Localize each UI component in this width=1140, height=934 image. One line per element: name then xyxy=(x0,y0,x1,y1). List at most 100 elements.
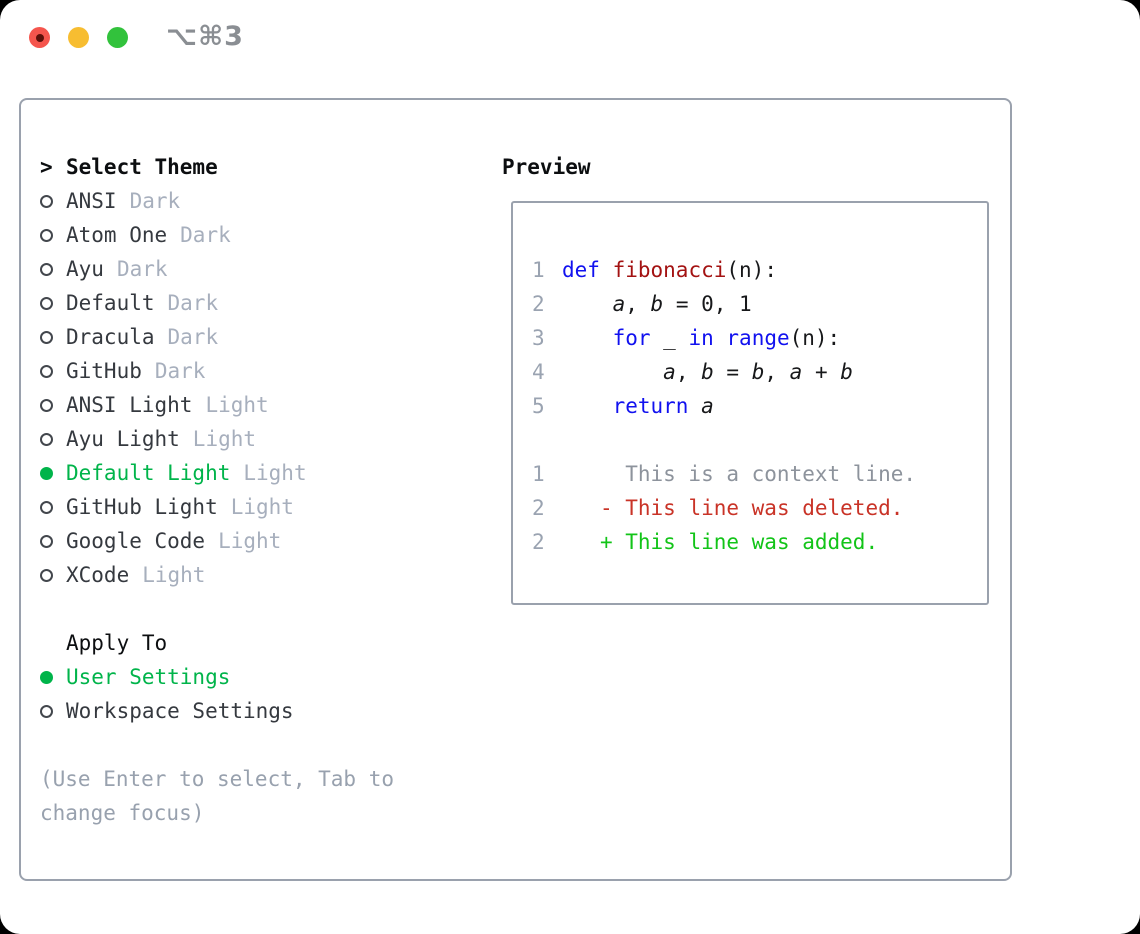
preview-code-line: 2 a, b = 0, 1 xyxy=(532,287,987,321)
code-segment: b xyxy=(751,360,765,384)
preview-code-line: 4 a, b = b, a + b xyxy=(532,355,987,389)
line-number: 1 xyxy=(532,462,545,486)
code-segment: fibonacci xyxy=(612,258,727,282)
radio-selected-icon xyxy=(40,466,66,480)
code-segment: , xyxy=(675,360,702,384)
diff-text: This line was added. xyxy=(625,530,879,554)
radio-icon xyxy=(40,534,66,548)
code-segment xyxy=(562,292,613,316)
preview-block-gap xyxy=(532,423,987,457)
minimize-button[interactable] xyxy=(68,27,89,48)
apply-option-label: User Settings xyxy=(66,665,231,689)
theme-option-variant: Dark xyxy=(116,257,168,281)
diff-text: This line was deleted. xyxy=(625,496,904,520)
radio-icon xyxy=(40,704,66,718)
theme-option[interactable]: Default Light Light xyxy=(40,456,495,490)
radio-circle xyxy=(40,194,53,208)
apply-to-title: Apply To xyxy=(66,631,168,655)
radio-circle xyxy=(40,296,53,310)
code-segment: a xyxy=(612,292,626,316)
diff-indent xyxy=(562,496,600,520)
code-segment: b xyxy=(840,360,853,384)
theme-option-variant: Light xyxy=(230,495,294,519)
radio-circle xyxy=(40,466,53,480)
radio-icon xyxy=(40,500,66,514)
theme-option-variant: Dark xyxy=(167,325,219,349)
preview-code-line: 3 for _ in range(n): xyxy=(532,321,987,355)
radio-icon xyxy=(40,398,66,412)
theme-option-label: Google Code xyxy=(66,529,206,553)
diff-text: This is a context line. xyxy=(625,462,917,486)
code-segment: = 0, 1 xyxy=(663,292,752,316)
theme-option[interactable]: GitHub Light Light xyxy=(40,490,495,524)
code-segment: = xyxy=(713,360,752,384)
radio-icon xyxy=(40,194,66,208)
code-segment xyxy=(562,326,613,350)
diff-marker: + xyxy=(599,530,626,554)
close-button[interactable] xyxy=(29,27,50,48)
radio-circle xyxy=(40,398,53,412)
window-titlebar: ⌥⌘3 xyxy=(0,0,1140,74)
theme-option[interactable]: Default Dark xyxy=(40,286,495,320)
code-segment: a xyxy=(663,360,676,384)
theme-option-label: Default Light xyxy=(66,461,231,485)
theme-option-label: Ayu Light xyxy=(66,427,180,451)
radio-icon xyxy=(40,568,66,582)
theme-option-variant: Dark xyxy=(167,291,219,315)
code-segment: in xyxy=(688,326,714,350)
theme-option-variant: Light xyxy=(142,563,206,587)
radio-icon xyxy=(40,330,66,344)
theme-option[interactable]: Dracula Dark xyxy=(40,320,495,354)
theme-option-variant: Dark xyxy=(154,359,206,383)
theme-option-label: GitHub Light xyxy=(66,495,218,519)
code-segment: (n): xyxy=(789,326,841,350)
theme-option-label: Default xyxy=(66,291,155,315)
preview-code-line: 5 return a xyxy=(532,389,987,423)
radio-circle xyxy=(40,262,53,276)
section-gap xyxy=(40,592,495,626)
apply-option[interactable]: User Settings xyxy=(40,660,495,694)
code-segment xyxy=(714,326,727,350)
apply-to-header: Apply To xyxy=(40,626,495,660)
code-segment xyxy=(562,360,663,384)
code-segment: + xyxy=(802,360,841,384)
theme-option-variant: Dark xyxy=(180,223,231,247)
code-segment: return xyxy=(612,394,689,418)
theme-option-label: ANSI Light xyxy=(66,393,193,417)
zoom-button[interactable] xyxy=(107,27,128,48)
theme-option-label: GitHub xyxy=(66,359,142,383)
close-button-dot-icon xyxy=(35,33,44,42)
code-segment: , xyxy=(764,360,790,384)
theme-list-title: Select Theme xyxy=(66,155,218,179)
code-segment: , xyxy=(625,292,651,316)
preview-diff-line-deleted: 2 - This line was deleted. xyxy=(532,491,987,525)
code-segment: a xyxy=(701,394,714,418)
radio-circle xyxy=(40,330,53,344)
hint-text-line-2: change focus) xyxy=(40,801,205,825)
radio-icon xyxy=(40,296,66,310)
radio-circle xyxy=(40,534,53,548)
theme-option-variant: Light xyxy=(243,461,307,485)
code-segment: (n): xyxy=(726,258,777,282)
code-segment: for xyxy=(612,326,651,350)
apply-option[interactable]: Workspace Settings xyxy=(40,694,495,728)
theme-option-label: ANSI xyxy=(66,189,117,213)
theme-option[interactable]: GitHub Dark xyxy=(40,354,495,388)
preview-diff-line-added: 2 + This line was added. xyxy=(532,525,987,559)
theme-option-label: Dracula xyxy=(66,325,155,349)
line-number: 5 xyxy=(532,394,545,418)
radio-circle xyxy=(40,364,53,378)
radio-selected-icon xyxy=(40,670,66,684)
preview-title: Preview xyxy=(502,155,591,179)
